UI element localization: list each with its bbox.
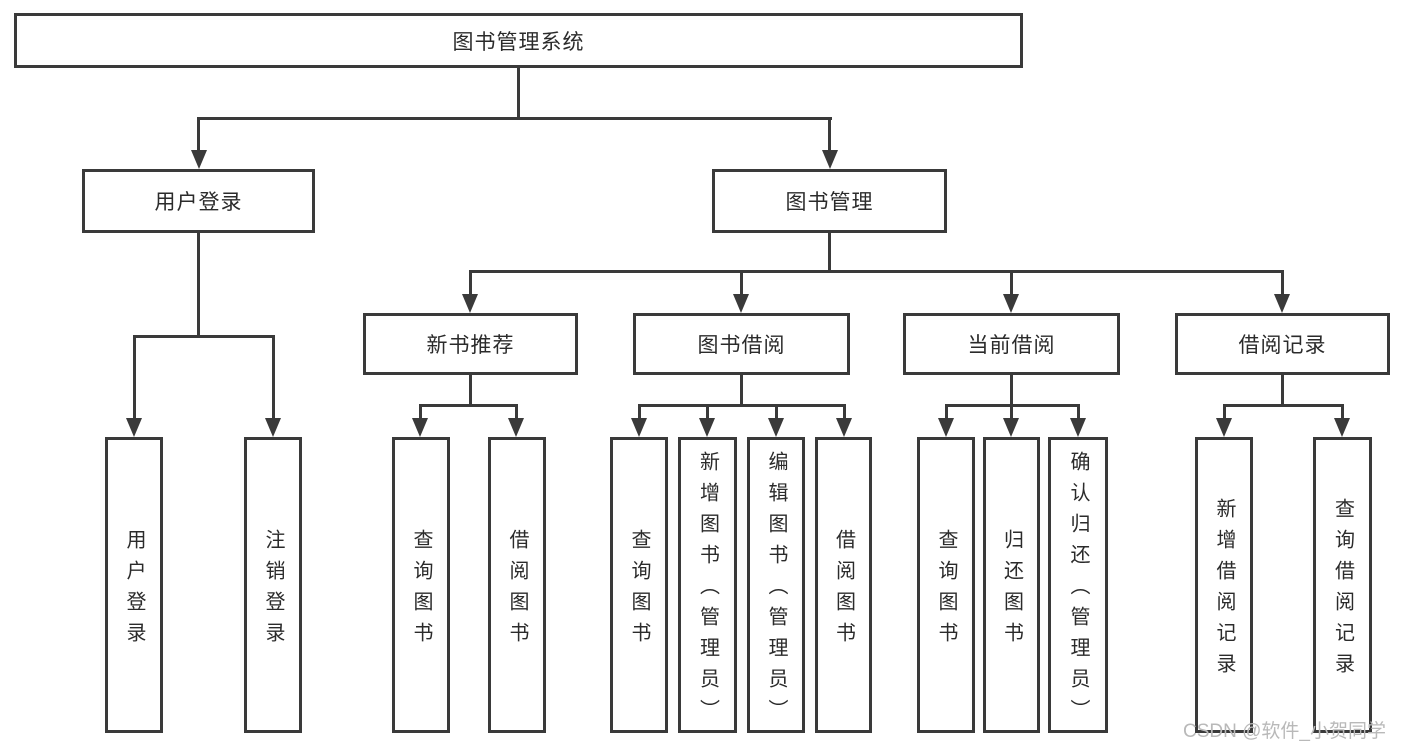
arrowhead-records-add <box>1216 418 1232 437</box>
arrowhead-borrow-records <box>1274 294 1290 313</box>
arrowhead-records-query <box>1334 418 1350 437</box>
leaf-current-confirm-admin: 确认归还（管理员） <box>1048 437 1108 733</box>
leaf-borrow-edit-admin-label: 编辑图书（管理员） <box>765 451 787 730</box>
connector-drop-newbooks-borrow <box>515 404 518 420</box>
connector-borrow-records-bus <box>1223 404 1344 407</box>
leaf-user-login: 用户登录 <box>105 437 163 733</box>
arrowhead-current-query <box>938 418 954 437</box>
arrowhead-borrow-add <box>699 418 715 437</box>
connector-drop-new-book-recommend <box>469 270 472 296</box>
arrowhead-newbooks-borrow <box>508 418 524 437</box>
leaf-borrow-book-label: 借阅图书 <box>832 528 855 653</box>
leaf-logout: 注销登录 <box>244 437 302 733</box>
leaf-borrow-book: 借阅图书 <box>815 437 872 733</box>
arrowhead-current-borrow <box>1003 294 1019 313</box>
node-root-label: 图书管理系统 <box>452 30 585 54</box>
leaf-user-login-label: 用户登录 <box>123 528 145 653</box>
leaf-newbooks-borrow: 借阅图书 <box>488 437 546 733</box>
node-book-borrow: 图书借阅 <box>633 313 850 375</box>
connector-drop-borrow-book <box>843 404 846 420</box>
leaf-current-query-label: 查询图书 <box>935 528 957 653</box>
leaf-current-return: 归还图书 <box>983 437 1040 733</box>
arrowhead-newbooks-query <box>412 418 428 437</box>
connector-drop-borrow-add <box>706 404 709 420</box>
leaf-newbooks-query-label: 查询图书 <box>410 528 432 653</box>
arrowhead-leaf-logout <box>265 418 281 437</box>
leaf-borrow-edit-admin: 编辑图书（管理员） <box>747 437 805 733</box>
connector-user-login-stem <box>197 233 200 335</box>
leaf-borrow-query-label: 查询图书 <box>628 528 650 653</box>
connector-drop-user-login <box>197 117 200 153</box>
connector-user-login-bus <box>133 335 275 338</box>
connector-drop-current-return <box>1010 404 1013 420</box>
leaf-current-confirm-admin-label: 确认归还（管理员） <box>1067 451 1089 730</box>
connector-drop-leaf-logout <box>272 335 275 420</box>
connector-drop-book-management <box>828 117 831 153</box>
csdn-watermark: CSDN @软件_小贺同学 <box>1183 721 1386 742</box>
arrowhead-user-login <box>191 150 207 169</box>
leaf-records-query-label: 查询借阅记录 <box>1331 497 1354 684</box>
arrowhead-borrow-book <box>836 418 852 437</box>
arrowhead-borrow-query <box>631 418 647 437</box>
connector-drop-records-query <box>1341 404 1344 420</box>
node-book-management: 图书管理 <box>712 169 947 233</box>
connector-drop-borrow-records <box>1281 270 1284 296</box>
node-book-borrow-label: 图书借阅 <box>697 334 786 357</box>
connector-book-management-stem <box>828 233 831 270</box>
leaf-current-return-label: 归还图书 <box>1000 528 1023 653</box>
connector-drop-borrow-query <box>638 404 641 420</box>
connector-drop-records-add <box>1223 404 1226 420</box>
leaf-borrow-query: 查询图书 <box>610 437 668 733</box>
node-current-borrow-label: 当前借阅 <box>967 334 1056 357</box>
node-book-management-label: 图书管理 <box>785 191 874 214</box>
connector-drop-current-query <box>945 404 948 420</box>
connector-drop-book-borrow <box>740 270 743 296</box>
node-new-book-recommend-label: 新书推荐 <box>426 334 515 357</box>
node-new-book-recommend: 新书推荐 <box>363 313 578 375</box>
leaf-borrow-add-admin: 新增图书（管理员） <box>678 437 737 733</box>
connector-root-stem <box>517 68 520 117</box>
arrowhead-new-book-recommend <box>462 294 478 313</box>
connector-drop-current-borrow <box>1010 270 1013 296</box>
arrowhead-book-management <box>822 150 838 169</box>
connector-current-borrow-stem <box>1010 375 1013 404</box>
leaf-records-add-label: 新增借阅记录 <box>1213 497 1235 684</box>
arrowhead-leaf-user-login <box>126 418 142 437</box>
connector-borrow-records-stem <box>1281 375 1284 404</box>
leaf-records-add: 新增借阅记录 <box>1195 437 1253 733</box>
connector-drop-newbooks-query <box>419 404 422 420</box>
leaf-borrow-add-admin-label: 新增图书（管理员） <box>696 451 719 730</box>
connector-book-borrow-stem <box>740 375 743 404</box>
node-user-login-label: 用户登录 <box>154 191 243 214</box>
connector-new-book-recommend-stem <box>469 375 472 404</box>
node-current-borrow: 当前借阅 <box>903 313 1120 375</box>
leaf-current-query: 查询图书 <box>917 437 975 733</box>
arrowhead-current-confirm <box>1070 418 1086 437</box>
arrowhead-borrow-edit <box>768 418 784 437</box>
leaf-records-query: 查询借阅记录 <box>1313 437 1372 733</box>
node-borrow-records-label: 借阅记录 <box>1238 334 1327 357</box>
node-user-login: 用户登录 <box>82 169 315 233</box>
leaf-logout-label: 注销登录 <box>262 528 284 653</box>
connector-new-book-recommend-bus <box>419 404 518 407</box>
connector-book-management-bus <box>469 270 1284 273</box>
node-borrow-records: 借阅记录 <box>1175 313 1390 375</box>
connector-drop-leaf-user-login <box>133 335 136 420</box>
connector-drop-borrow-edit <box>775 404 778 420</box>
connector-root-bus <box>198 117 832 120</box>
leaf-newbooks-query: 查询图书 <box>392 437 450 733</box>
leaf-newbooks-borrow-label: 借阅图书 <box>506 528 528 653</box>
arrowhead-book-borrow <box>733 294 749 313</box>
node-root: 图书管理系统 <box>14 13 1023 68</box>
connector-book-borrow-bus <box>638 404 846 407</box>
connector-drop-current-confirm <box>1077 404 1080 420</box>
arrowhead-current-return <box>1003 418 1019 437</box>
